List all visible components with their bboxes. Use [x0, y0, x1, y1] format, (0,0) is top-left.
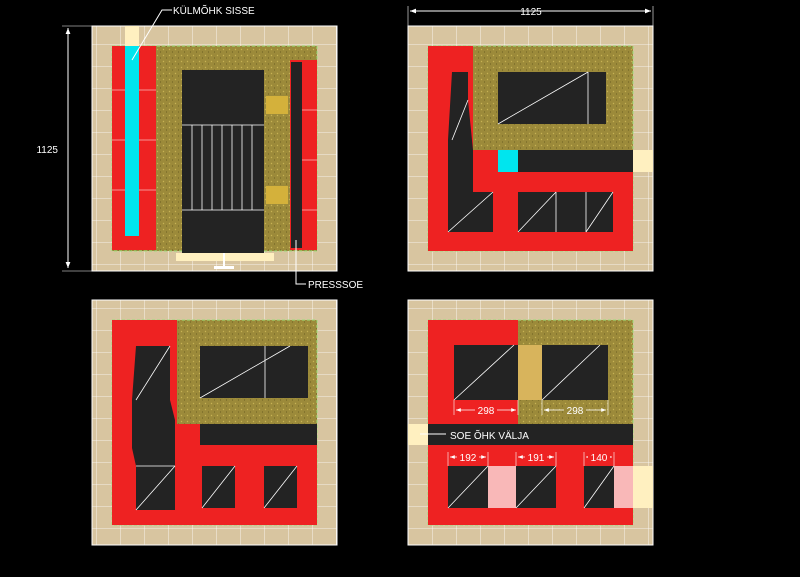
ruc-diag [541, 344, 601, 401]
press-heat-leader [295, 240, 306, 285]
center-insulation-block [518, 345, 542, 400]
cold-air-leader [131, 9, 172, 61]
cold-air-label: KÜLMÕHK SISSE [173, 4, 255, 17]
grate-bars [191, 125, 253, 210]
left-flue [132, 346, 175, 510]
cold-air-channel [125, 46, 139, 236]
dim-298-right-label: 298 [567, 406, 584, 417]
bf1-diag [447, 465, 489, 509]
bf1-diag [447, 191, 494, 233]
insulation-block-b [266, 186, 288, 204]
horizontal-flue [428, 424, 633, 445]
dim-140-label: 140 [591, 453, 608, 464]
dim-140-bg [588, 451, 610, 463]
dim-192-label: 192 [460, 453, 477, 464]
insulation-block-a [266, 96, 288, 114]
panel-top-left: 1125 KÜLMÕHK SISSE PRESSSOE [36, 4, 363, 291]
cold-air-inlet [125, 26, 139, 46]
upper-chamber [200, 346, 308, 398]
dim-191-label: 191 [528, 453, 545, 464]
side-outlet [633, 150, 653, 172]
bf1-diag [201, 465, 236, 509]
dim-191-bg [525, 451, 547, 463]
firebrick-joints [112, 89, 156, 191]
bf2-diag [263, 465, 298, 509]
side-outlet [633, 466, 653, 508]
bf2-diag-b [585, 191, 614, 233]
pink-block-2 [614, 466, 633, 508]
upper-chamber [498, 72, 606, 124]
bf2-diag-a [517, 191, 557, 233]
left-flue-diag [451, 99, 469, 141]
left-flue-diag-b [135, 465, 176, 511]
door-handle [223, 253, 225, 267]
panel-bottom-right: 298 298 192 191 140 SOE ÕHK VÄLJA [407, 299, 654, 546]
firebox [182, 70, 264, 253]
height-dimension-label: 1125 [36, 145, 58, 156]
width-dimension-label: 1125 [520, 7, 542, 18]
dim-298-left-label: 298 [478, 406, 495, 417]
press-flue [291, 62, 302, 248]
cyan-port [498, 150, 518, 172]
panel-bottom-left [91, 299, 338, 546]
firebox-lines [182, 124, 264, 211]
dim-298-right-bg [564, 404, 586, 416]
warm-air-label: SOE ÕHK VÄLJA [450, 429, 529, 442]
warm-air-outlet [408, 424, 428, 445]
dim-298-left-bg [475, 404, 497, 416]
left-flue [448, 72, 473, 192]
right-upper-chamber [542, 345, 608, 400]
bf3-diag [583, 465, 615, 509]
horizontal-flue [518, 150, 633, 172]
upper-diag [199, 345, 291, 399]
dim-192-bg [457, 451, 479, 463]
left-flue-diag-a [135, 345, 171, 401]
right-joints [302, 109, 317, 211]
press-heat-label: PRESSSOE [308, 280, 363, 291]
pink-block-1 [488, 466, 516, 508]
horizontal-flue [200, 424, 317, 445]
bottom-flue-2 [518, 192, 613, 232]
left-upper-chamber [454, 345, 518, 400]
luc-diag [453, 344, 515, 401]
upper-diag [497, 71, 589, 125]
door-handle-base [214, 266, 234, 269]
bf2-diag [515, 465, 557, 509]
panel-top-right: 1125 [407, 6, 654, 272]
